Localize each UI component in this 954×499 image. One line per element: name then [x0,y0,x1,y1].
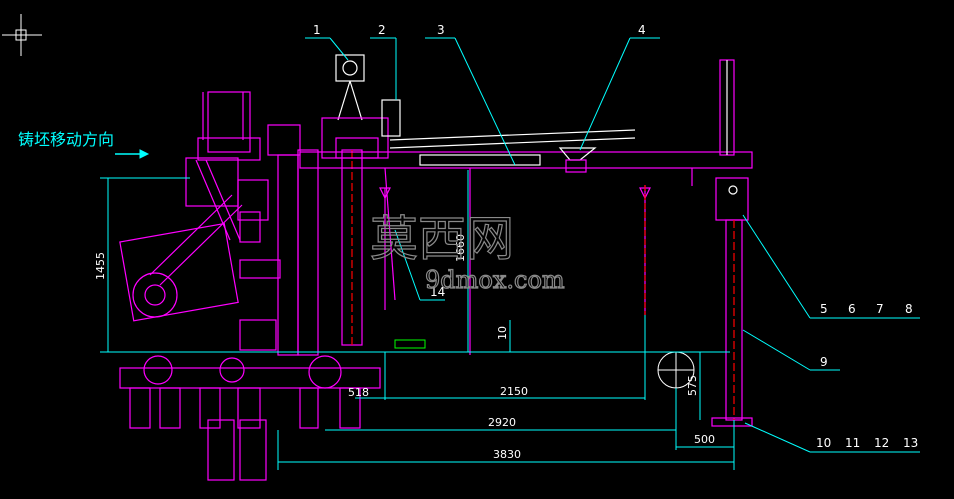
dimension-texts: 1455 1660 10 575 518 2150 2920 500 3830 [94,234,715,461]
dim-518: 518 [348,386,369,399]
part-label-14: 14 [430,285,445,299]
green-detail [394,339,426,349]
direction-arrow-icon [115,149,150,159]
dim-3830: 3830 [493,448,521,461]
watermark: 莫西网 9dmox.com [369,210,565,294]
dim-2920: 2920 [488,416,516,429]
dimension-lines [100,170,735,470]
part-label-4: 4 [638,23,646,37]
dim-1660: 1660 [454,234,467,262]
roller-table [119,355,381,481]
part-labels-right: 5 6 7 8 9 10 11 12 13 14 [430,285,918,450]
hanging-hooks [379,185,651,315]
watermark-url: 9dmox.com [425,266,565,294]
leader-lines [305,37,920,453]
part-label-6: 6 [848,302,856,316]
part-label-3: 3 [437,23,445,37]
right-support-column [711,59,753,427]
part-label-9: 9 [820,355,828,369]
part-label-1: 1 [313,23,321,37]
dim-575: 575 [686,375,699,396]
part-label-10: 10 [816,436,831,450]
dim-2150: 2150 [500,385,528,398]
part-label-8: 8 [905,302,913,316]
part-label-11: 11 [845,436,860,450]
part-label-12: 12 [874,436,889,450]
part-label-5: 5 [820,302,828,316]
part-labels-top: 1 2 3 4 [313,23,646,37]
part-label-13: 13 [903,436,918,450]
crosshair-cursor-icon [2,14,42,56]
watermark-cn: 莫西网 [370,211,514,267]
dim-1455: 1455 [94,252,107,280]
casting-machine-structure [119,91,301,356]
main-beam [299,129,753,355]
direction-title: 铸坯移动方向 [18,130,114,149]
hoist-assembly [321,54,401,159]
part-label-2: 2 [378,23,386,37]
central-column [297,149,363,356]
part-label-7: 7 [876,302,884,316]
dim-10: 10 [496,326,509,340]
dim-500: 500 [694,433,715,446]
